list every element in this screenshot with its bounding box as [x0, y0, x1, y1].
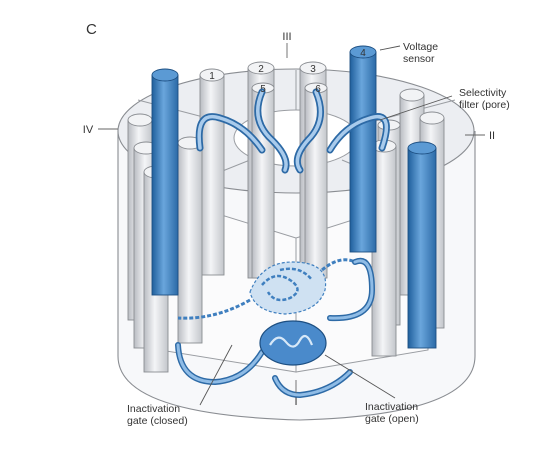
annotation-leaders [199, 45, 453, 406]
pore-loops [195, 88, 390, 174]
segment-label-6: 6 [315, 84, 321, 95]
panel-label: C [86, 21, 97, 38]
voltage-sensor-label-line2: sensor [403, 53, 435, 65]
inactivation-gate-closed [177, 258, 356, 320]
segment-label-1: 1 [209, 71, 215, 82]
inactivation-closed-label-line2: gate (closed) [127, 415, 188, 427]
inactivation-closed-label: Inactivation gate (closed) [127, 403, 188, 427]
segment-label-4: 4 [360, 48, 366, 59]
segment-labels: 1 2 3 4 5 6 [209, 48, 366, 95]
helix-4 [349, 45, 377, 253]
domain-label-ii: II [489, 130, 495, 142]
segment-label-2: 2 [258, 64, 264, 75]
cytoplasmic-linkers [175, 257, 376, 399]
inactivation-open-label-line1: Inactivation [365, 401, 418, 413]
domain-label-i: I [294, 396, 297, 408]
domain-labels [98, 43, 485, 393]
segment-label-3: 3 [310, 64, 316, 75]
inactivation-closed-label-line1: Inactivation [127, 403, 180, 415]
voltage-sensor-helices [151, 45, 437, 349]
selectivity-filter-label-line2: filter (pore) [459, 99, 510, 111]
inactivation-gate-open [259, 320, 327, 366]
voltage-sensor-label-line1: Voltage [403, 41, 438, 53]
selectivity-filter-label: Selectivity filter (pore) [459, 87, 510, 111]
selectivity-filter-label-line1: Selectivity [459, 87, 507, 99]
voltage-sensor-label: Voltage sensor [403, 41, 441, 65]
inactivation-open-label: Inactivation gate (open) [365, 401, 421, 425]
inactivation-open-label-line2: gate (open) [365, 413, 419, 425]
segment-label-5: 5 [260, 84, 266, 95]
domain-label-iv: IV [83, 124, 94, 136]
domain-label-iii: III [282, 31, 291, 43]
helix-1 [199, 68, 225, 276]
